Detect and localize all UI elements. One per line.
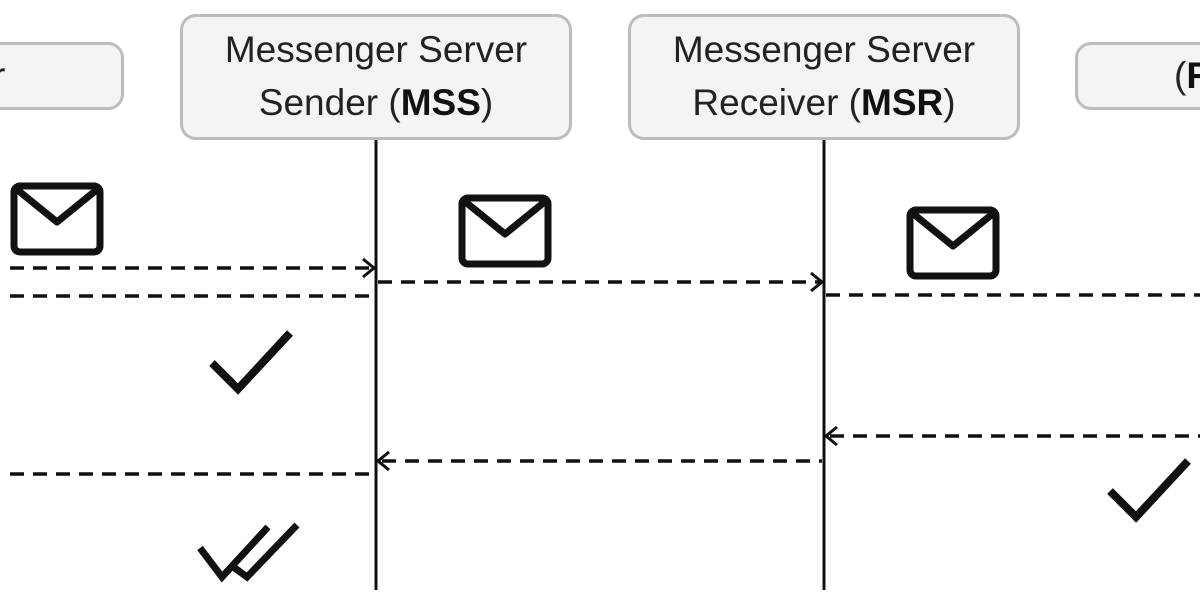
envelope-icon	[462, 198, 548, 264]
arrowhead-to-mss	[362, 257, 377, 279]
single-check-icon	[1110, 461, 1188, 517]
actor-msr-suffix: )	[943, 82, 956, 123]
envelope-icon	[910, 210, 996, 276]
actor-msr-abbr: MSR	[861, 82, 944, 123]
actor-mss-title: Messenger Server	[224, 29, 528, 70]
double-check-icon	[197, 522, 300, 583]
actor-box-right-partial: (R	[1075, 42, 1200, 110]
arrowhead-to-msr	[810, 271, 825, 293]
actor-right-partial-abbr: R	[1186, 55, 1200, 96]
actor-msr-title: Messenger Server	[672, 29, 976, 70]
actor-left-partial-suffix: r	[0, 55, 5, 96]
actor-msr-prefix: Receiver (	[692, 82, 862, 123]
actor-mss-suffix: )	[480, 82, 494, 123]
actor-box-msr: Messenger Server Receiver (MSR)	[628, 14, 1020, 140]
actor-mss-prefix: Sender (	[258, 82, 401, 123]
single-check-icon	[212, 333, 290, 389]
actor-box-mss: Messenger Server Sender (MSS)	[180, 14, 572, 140]
arrowhead-back-to-msr	[823, 425, 838, 447]
envelope-icon	[14, 186, 100, 252]
actor-mss-subtitle: Sender (MSS)	[183, 76, 569, 129]
actor-right-partial-prefix: (	[1174, 55, 1187, 96]
actor-msr-subtitle: Receiver (MSR)	[631, 76, 1017, 129]
actor-box-left-partial: r	[0, 42, 124, 110]
arrowhead-back-to-mss	[375, 450, 390, 472]
actor-mss-abbr: MSS	[400, 82, 481, 123]
